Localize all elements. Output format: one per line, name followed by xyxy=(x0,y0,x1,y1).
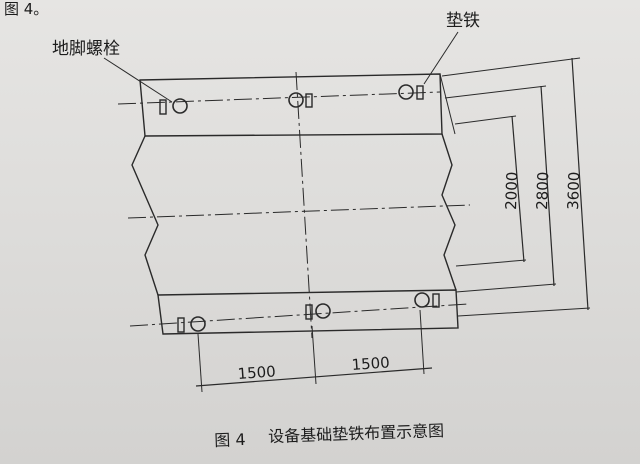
bottom-bolt-centerline xyxy=(129,303,469,327)
vertical-centerline xyxy=(295,71,313,339)
anchor-bolt-icon xyxy=(398,84,414,100)
shim-icon xyxy=(305,93,313,108)
top-bolt-centerline xyxy=(117,91,441,105)
figure-title: 设备基础垫铁布置示意图 xyxy=(268,421,445,446)
anchor-bolt-leader xyxy=(103,57,173,103)
extension-line xyxy=(311,325,317,385)
dim-line-2000 xyxy=(511,115,525,263)
dim-1500-right: 1500 xyxy=(351,353,390,374)
bolt-group-bottom-right xyxy=(414,292,440,308)
extension-line xyxy=(457,307,591,317)
figure-caption: 图 4 设备基础垫铁布置示意图 xyxy=(214,421,445,450)
left-break-line xyxy=(131,135,159,296)
dim-2800: 2800 xyxy=(533,171,552,210)
dim-line-horizontal xyxy=(195,367,433,387)
extension-line xyxy=(441,57,581,77)
vertical-dimensions: 2000 2800 3600 xyxy=(441,57,591,317)
anchor-bolt-label: 地脚螺栓 xyxy=(52,39,120,59)
extension-line xyxy=(454,115,517,125)
dim-2000: 2000 xyxy=(502,171,521,210)
bottom-base-plate xyxy=(157,289,459,335)
shim-leader xyxy=(423,31,459,85)
anchor-bolt-icon xyxy=(288,92,304,108)
top-edge-line xyxy=(439,73,456,135)
dim-line-2800 xyxy=(540,85,555,287)
dim-line-3600 xyxy=(571,57,589,311)
shim-icon xyxy=(159,99,167,115)
bolt-group-bottom-left xyxy=(177,316,206,333)
top-left-fragment: 图 4。 xyxy=(4,0,48,18)
equipment-centerline xyxy=(127,204,471,219)
anchor-bolt-icon xyxy=(315,303,331,319)
dim-1500-left: 1500 xyxy=(237,362,276,383)
right-break-line xyxy=(441,133,457,291)
extension-line xyxy=(197,333,203,393)
bolt-group-bottom-middle xyxy=(305,303,331,320)
extension-line xyxy=(419,309,425,375)
shim-icon xyxy=(416,85,424,100)
bolt-group-top-middle xyxy=(288,92,313,108)
shim-icon xyxy=(177,317,185,333)
bolt-group-top-left xyxy=(159,98,188,115)
extension-line xyxy=(455,283,557,293)
extension-line xyxy=(455,259,527,267)
extension-line xyxy=(444,85,547,99)
shim-icon xyxy=(305,304,313,320)
shim-icon xyxy=(432,293,440,308)
figure-number: 图 4 xyxy=(214,430,246,450)
shim-label: 垫铁 xyxy=(446,11,480,31)
bolt-group-top-right xyxy=(398,84,424,100)
dim-3600: 3600 xyxy=(564,171,583,210)
anchor-bolt-icon xyxy=(190,316,206,332)
horizontal-dimensions: 1500 1500 xyxy=(195,309,433,393)
anchor-bolt-icon xyxy=(172,98,188,114)
anchor-bolt-icon xyxy=(414,292,430,308)
